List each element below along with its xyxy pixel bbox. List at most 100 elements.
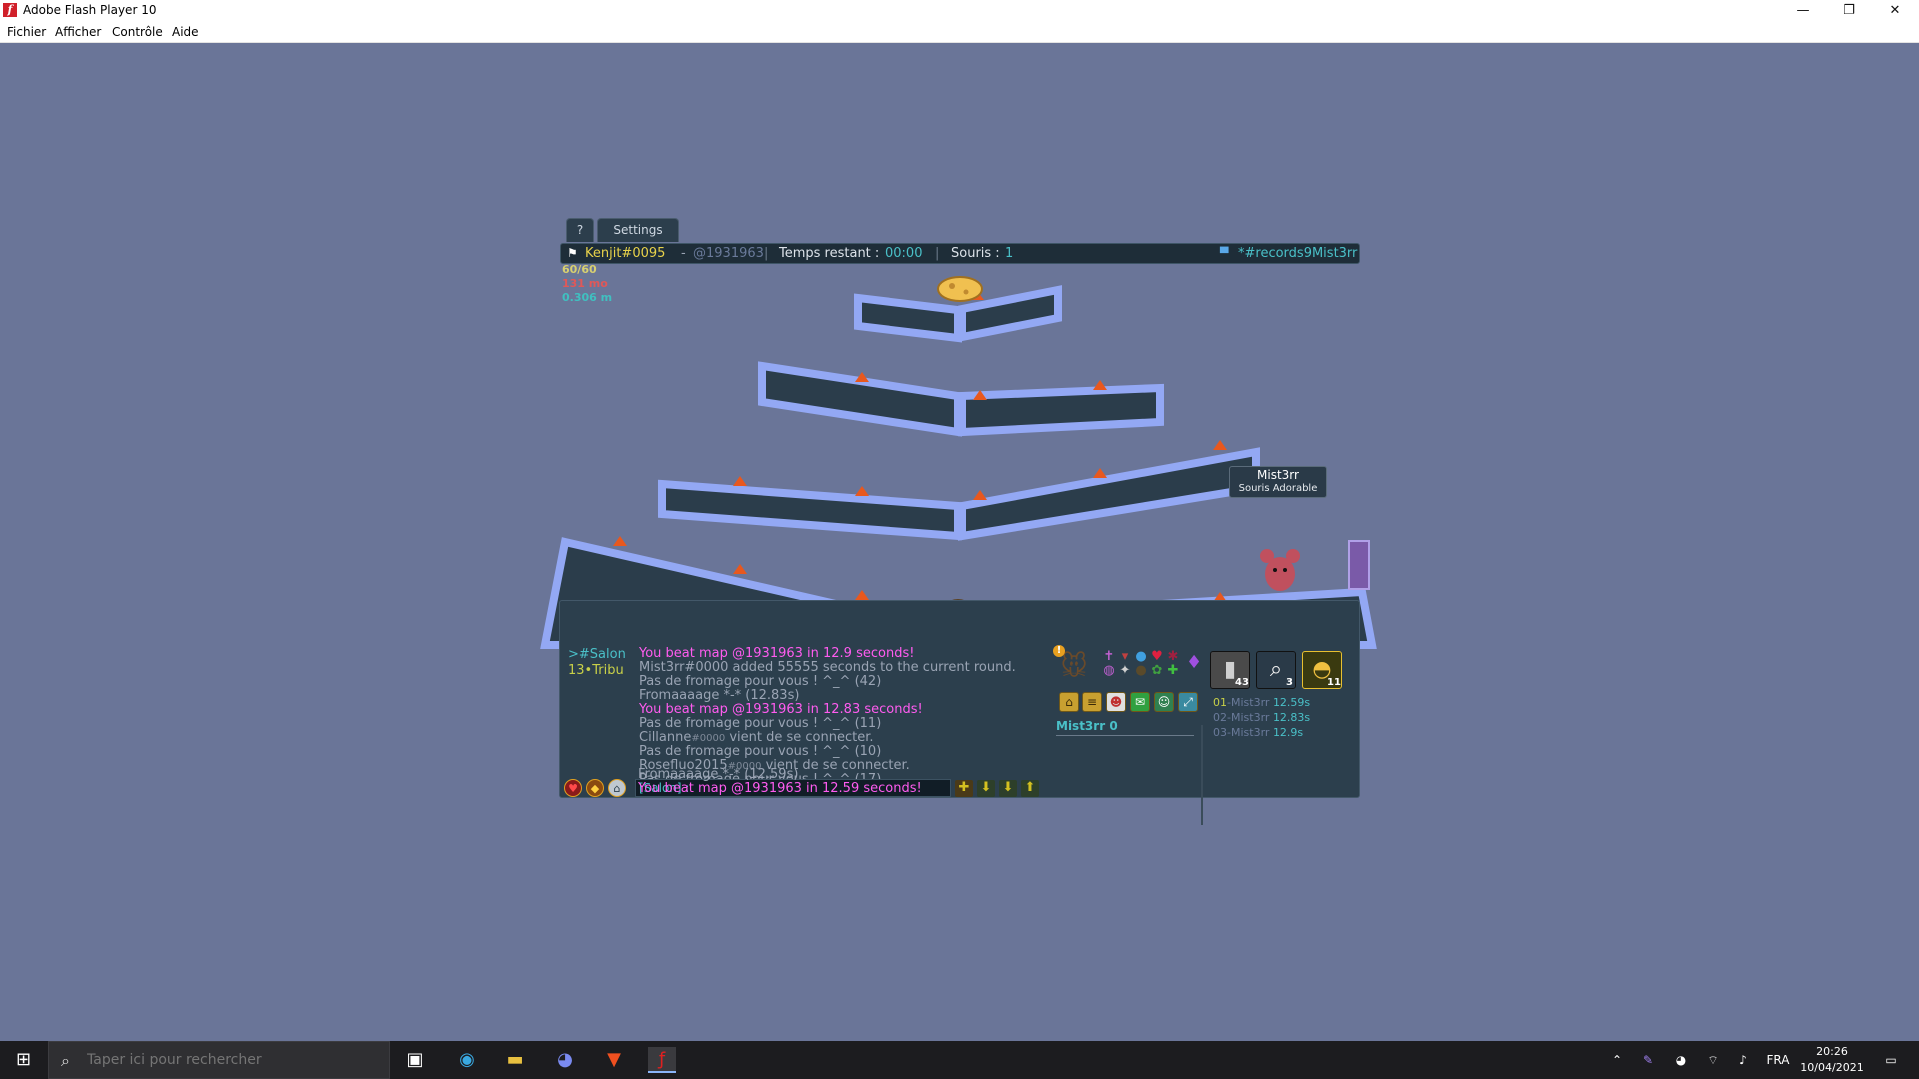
list-icon[interactable]: ≡ [1082,692,1102,712]
discord-icon[interactable]: ◕ [557,1049,573,1070]
spike-mark [613,536,627,546]
channel-salon[interactable]: >#Salon [568,647,626,662]
cheese-icon[interactable]: ◓ [1302,651,1342,689]
rank-pos: 01 [1213,696,1227,709]
magnifier-icon[interactable]: ⌕ [1256,651,1296,689]
divider [1056,735,1194,736]
map-platform [958,447,1260,541]
shield-icon[interactable]: ◆ [586,779,604,797]
map-platform [958,383,1164,437]
menu-bar: Fichier Afficher Contrôle Aide [0,22,1919,43]
menu-fichier[interactable]: Fichier [7,25,47,39]
game-area[interactable] [0,43,1919,1041]
room-name: *#records9Mist3rr [1238,246,1358,261]
chat-bubble-icon[interactable]: ✉ [1130,692,1150,712]
heart-icon[interactable]: ♥ [564,779,582,797]
player-tooltip: Mist3rr Souris Adorable [1229,466,1327,498]
move-arrow-up-icon[interactable]: ⬆ [1021,780,1039,797]
map-platform [958,285,1062,342]
chat-panel: >#Salon 13•Tribu You beat map @1931963 i… [559,600,1360,798]
heart-icon[interactable]: ♥ [1151,649,1163,664]
rank-time: 12.83s [1272,711,1311,724]
ranking-row: 01-Mist3rr 12.59s [1213,696,1310,709]
clock-time: 20:26 [1816,1045,1848,1058]
menu-afficher[interactable]: Afficher [55,25,102,39]
minimize-button[interactable]: — [1796,3,1810,18]
tombstone-icon[interactable]: ▮ [1210,651,1250,689]
close-button[interactable]: ✕ [1889,3,1901,18]
alert-icon: ! [1053,645,1065,657]
file-explorer-icon[interactable]: ▬ [506,1049,524,1070]
fullscreen-icon[interactable]: ⤢ [1178,692,1198,712]
chat-input[interactable]: [Salon] : [635,779,951,797]
room-flag-icon: ▀ [1220,247,1229,260]
separator: - [681,246,686,261]
friends-icon[interactable]: ☺ [1154,692,1174,712]
search-icon: ⌕ [61,1051,70,1070]
move-arrow-left-icon[interactable]: ✚ [955,780,973,797]
rank-time: 12.9s [1272,726,1304,739]
sword-icon[interactable]: ✝ [1103,649,1115,664]
water-drop-icon[interactable]: ● [1135,649,1147,664]
flash-app-icon: f [3,3,17,17]
map-platform [854,293,962,343]
balloon-icon[interactable]: ◍ [1103,663,1115,678]
brave-icon[interactable]: ▼ [607,1049,621,1070]
top-info-bar: ⚑ Kenjit#0095 - @1931963 | Temps restant… [560,243,1360,264]
crystal-icon[interactable]: ♦ [1186,652,1203,673]
cheese-icon [937,276,983,302]
shop-icon[interactable]: ⌂ [1059,692,1079,712]
house-icon[interactable]: ⌂ [608,779,626,797]
task-view-icon[interactable]: ▣ [406,1049,424,1070]
ball-icon[interactable]: ● [1135,663,1147,678]
chat-user-tag: #0000 [727,761,762,772]
flash-player-icon[interactable]: ƒ [648,1047,676,1073]
language-indicator[interactable]: FRA [1766,1053,1790,1067]
discord-tray-icon[interactable]: ◕ [1675,1053,1687,1067]
clock-date: 10/04/2021 [1800,1061,1864,1074]
leaf-icon[interactable]: ✿ [1151,663,1163,678]
volume-icon[interactable]: ♪ [1739,1053,1747,1067]
separator: | [764,246,769,261]
move-arrow-down-icon[interactable]: ⬇ [999,780,1017,797]
chat-message: Pas de fromage pour vous ! ^_^ (11) [639,716,882,731]
chat-user-tag: #0000 [691,733,726,744]
rank-name: Mist3rr [1230,696,1270,709]
tray-chevron-up-icon[interactable]: ⌃ [1611,1053,1623,1067]
ranking-row: 03-Mist3rr 12.9s [1213,726,1303,739]
chat-user: Cillanne [639,730,692,745]
menu-controle[interactable]: Contrôle [112,25,163,39]
mouse-avatar-icon [1260,549,1300,591]
bow-icon[interactable]: ✱ [1167,649,1179,664]
channel-tribu[interactable]: 13•Tribu [568,663,624,678]
settings-tab[interactable]: Settings [597,218,679,242]
pot-icon[interactable]: ▾ [1121,649,1129,664]
spike-mark [855,486,869,496]
taskbar-clock[interactable]: 20:26 10/04/2021 [1797,1044,1867,1076]
edge-icon[interactable]: ◉ [459,1049,475,1070]
rank-pos: 03 [1213,726,1227,739]
chat-message-rest: vient de se connecter. [725,730,874,745]
divider [1201,725,1203,825]
chat-message: Pas de fromage pour vous ! ^_^ (42) [639,674,882,689]
help-tab[interactable]: ? [566,218,594,242]
player-mouse-icon[interactable]: 🐭 [1060,652,1088,682]
notification-icon[interactable]: ▭ [1885,1053,1897,1067]
profile-icon[interactable]: ☻ [1106,692,1126,712]
rank-name: Mist3rr [1230,711,1270,724]
separator: | [935,246,940,261]
taskbar-search-input[interactable] [87,1050,377,1070]
pen-icon[interactable]: ✎ [1642,1053,1654,1067]
chat-message: Fromaaaage *-* (12.59s) [638,767,799,782]
menu-aide[interactable]: Aide [172,25,199,39]
restore-button[interactable]: ❐ [1843,3,1855,18]
chat-message: Rosefluo2015#0000 vient de se connecter. [639,759,910,774]
windows-start-icon[interactable]: ⊞ [15,1049,32,1070]
network-icon[interactable]: ⌔ [1707,1053,1719,1067]
sparkle-icon[interactable]: ✦ [1119,663,1131,678]
plus-icon[interactable]: ✚ [1167,663,1179,678]
spike-mark [1093,380,1107,390]
taskbar-search[interactable]: ⌕ [48,1041,390,1079]
tombstone-count: 43 [1235,677,1249,688]
move-arrow-down-icon[interactable]: ⬇ [977,780,995,797]
